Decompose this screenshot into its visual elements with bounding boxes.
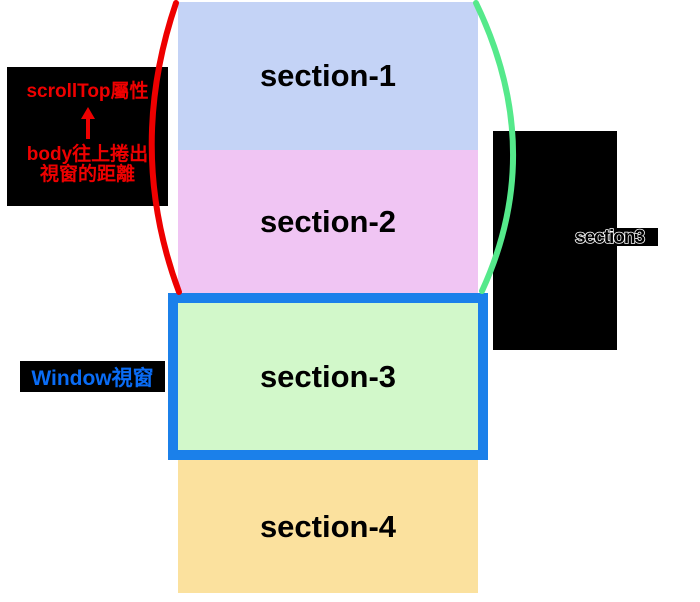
- scrolltop-note-box: scrollTop屬性 body往上捲出 視窗的距離: [7, 67, 168, 206]
- window-viewport-box: section-3: [168, 293, 488, 460]
- window-label-text: Window視窗: [31, 366, 154, 390]
- right-callout-strip: [617, 228, 658, 246]
- scrolltop-note-line1: scrollTop屬性: [26, 81, 149, 102]
- section-3-label: section-3: [259, 358, 397, 394]
- section-1-label: section-1: [259, 58, 397, 93]
- scrolltop-note-line3: 視窗的距離: [39, 164, 135, 185]
- section-4-block: section-4: [178, 460, 478, 593]
- right-callout-label: section3: [575, 227, 645, 248]
- right-callout-label-svg: section3: [574, 226, 646, 249]
- section-2-label: section-2: [259, 203, 397, 239]
- window-label-box: Window視窗: [20, 361, 165, 392]
- up-arrow-icon: [79, 107, 97, 139]
- section-1-block: section-1: [178, 2, 478, 150]
- scrolltop-note-line2: body往上捲出: [26, 144, 149, 165]
- section-4-label: section-4: [259, 508, 397, 544]
- section-2-block: section-2: [178, 150, 478, 293]
